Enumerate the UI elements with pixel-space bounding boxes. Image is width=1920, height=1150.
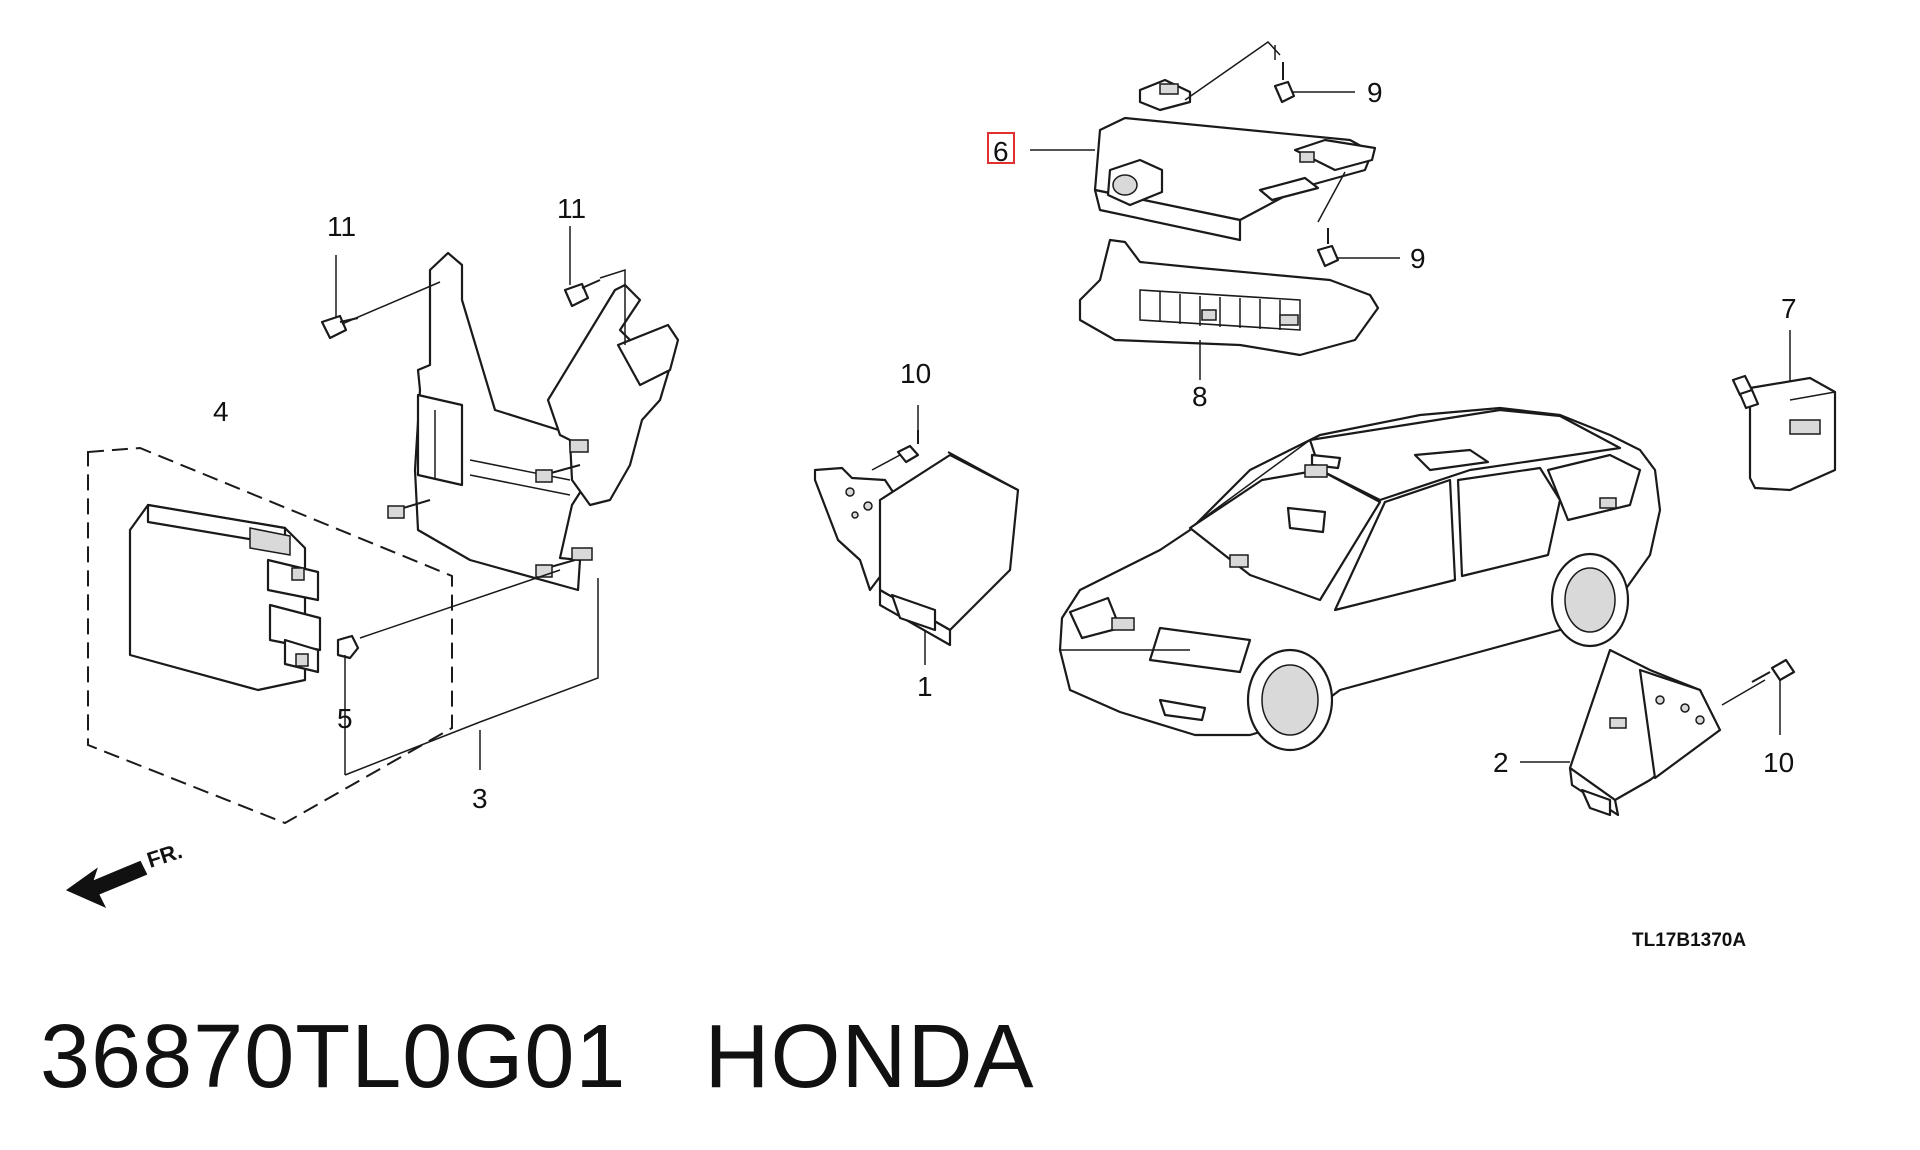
part-title: 36870TL0G01 HONDA xyxy=(40,1012,1035,1102)
callout-9-top: 9 xyxy=(1367,77,1383,108)
callout-9-bottom: 9 xyxy=(1410,243,1426,274)
diagram-code: TL17B1370A xyxy=(1632,930,1746,951)
module-1 xyxy=(813,405,1020,665)
bolt-9-bottom xyxy=(1316,171,1400,268)
direction-label: FR. xyxy=(144,838,185,873)
bracket-3 xyxy=(344,251,680,776)
bolt-9-top xyxy=(1184,41,1355,104)
callout-10-center: 10 xyxy=(900,358,931,389)
module-2 xyxy=(1520,648,1796,817)
bolt-11-right xyxy=(563,226,626,345)
callout-10-right: 10 xyxy=(1763,747,1794,778)
part-number: 36870TL0G01 xyxy=(40,1007,627,1107)
callout-5: 5 xyxy=(337,703,353,734)
module-6 xyxy=(987,78,1377,242)
callout-11-left: 11 xyxy=(327,211,356,242)
car-outline xyxy=(1058,406,1662,752)
callout-11-right: 11 xyxy=(557,193,586,224)
callout-7: 7 xyxy=(1781,293,1797,324)
callout-1: 1 xyxy=(917,671,933,702)
bracket-8 xyxy=(1078,238,1380,380)
callout-4: 4 xyxy=(213,396,229,427)
front-direction-arrow: FR. xyxy=(65,838,185,909)
module-7 xyxy=(1731,330,1837,492)
highlight-box xyxy=(987,132,1015,164)
brand-name: HONDA xyxy=(704,1007,1035,1107)
callout-6: 6 xyxy=(993,136,1009,167)
callout-3: 3 xyxy=(472,783,488,814)
bolt-11-left xyxy=(320,255,441,340)
module-4-assembly xyxy=(87,446,453,825)
callout-8: 8 xyxy=(1192,381,1208,412)
callout-2: 2 xyxy=(1493,747,1509,778)
